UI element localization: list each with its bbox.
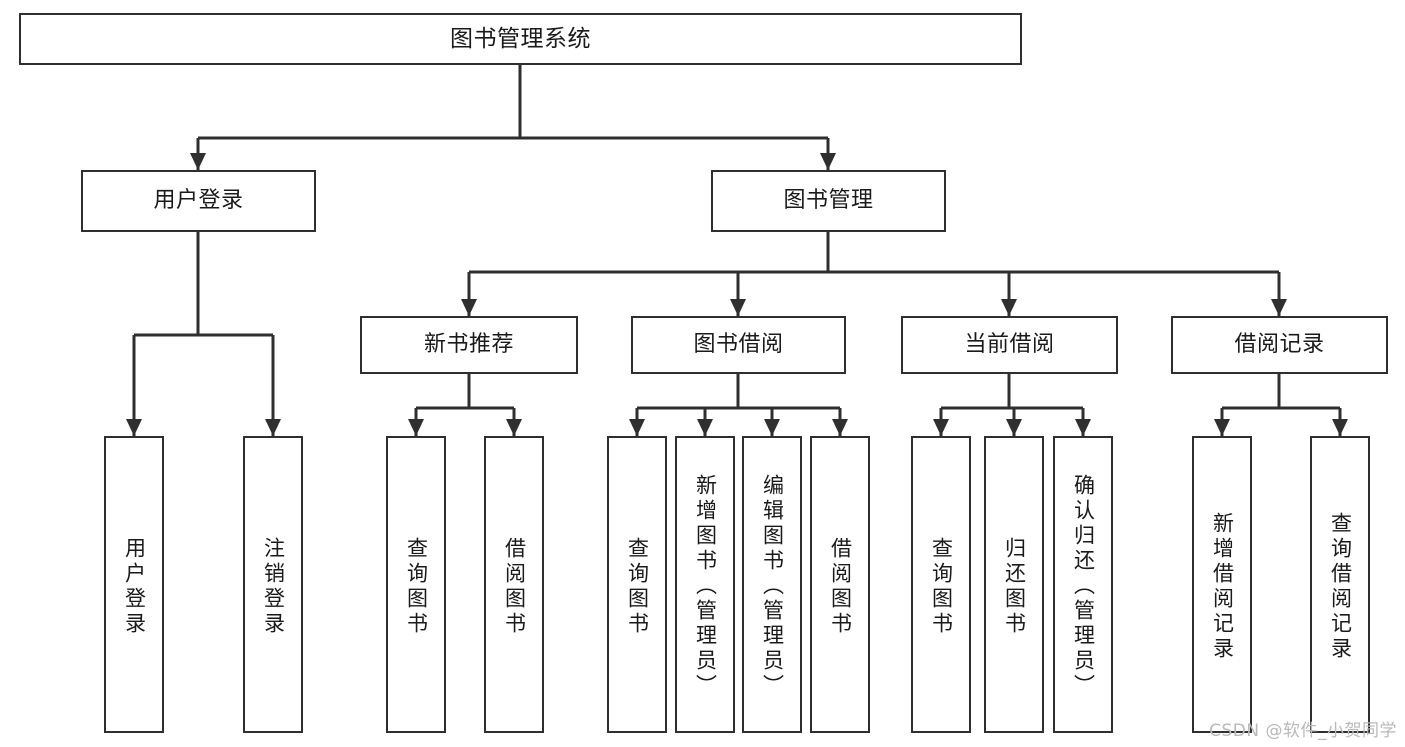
node-leaf-add-book-admin[interactable]: 新增图书（管理员） (675, 436, 735, 733)
node-leaf-add-borrow-record[interactable]: 新增借阅记录 (1192, 436, 1252, 733)
conn-user-login-arrow-1 (265, 419, 281, 436)
node-leaf-return-book[interactable]: 归还图书 (984, 436, 1044, 733)
conn-user-login-arrow-0 (126, 419, 142, 436)
node-borrow-record[interactable]: 借阅记录 (1171, 316, 1388, 374)
node-leaf-borrow-book-2[interactable]: 借阅图书 (810, 436, 870, 733)
conn-book-manage-arrow-3 (1271, 299, 1287, 316)
node-label: 注销登录 (261, 536, 286, 637)
conn-book-borrow-arrow-3 (832, 419, 848, 436)
conn-current-borrow-arrow-2 (1075, 419, 1091, 436)
node-leaf-query-borrow-record[interactable]: 查询借阅记录 (1310, 436, 1370, 733)
conn-book-manage-arrow-2 (1001, 299, 1017, 316)
node-label: 图书管理系统 (450, 25, 591, 52)
node-label: 借阅图书 (828, 536, 853, 637)
node-leaf-borrow-book-1[interactable]: 借阅图书 (484, 436, 544, 733)
node-label: 当前借阅 (964, 332, 1055, 358)
node-current-borrow[interactable]: 当前借阅 (901, 316, 1118, 374)
node-label: 新增借阅记录 (1210, 511, 1235, 662)
node-label: 用户登录 (153, 188, 244, 214)
node-root[interactable]: 图书管理系统 (19, 13, 1022, 65)
node-leaf-user-login[interactable]: 用户登录 (104, 436, 164, 733)
node-label: 查询图书 (929, 536, 954, 637)
node-leaf-edit-book-admin[interactable]: 编辑图书（管理员） (742, 436, 802, 733)
conn-new-book-recommend-arrow-1 (506, 419, 522, 436)
conn-book-borrow-arrow-2 (764, 419, 780, 436)
node-label: 图书借阅 (693, 332, 784, 358)
node-leaf-user-logout[interactable]: 注销登录 (243, 436, 303, 733)
conn-current-borrow-arrow-1 (1006, 419, 1022, 436)
conn-root-arrow-1 (820, 153, 836, 170)
node-label: 新增图书（管理员） (693, 474, 718, 699)
node-label: 新书推荐 (423, 332, 514, 358)
conn-new-book-recommend-arrow-0 (408, 419, 424, 436)
node-leaf-query-book-1[interactable]: 查询图书 (386, 436, 446, 733)
node-label: 图书管理 (783, 188, 874, 214)
node-user-login[interactable]: 用户登录 (81, 170, 316, 232)
node-leaf-query-book-2[interactable]: 查询图书 (607, 436, 667, 733)
conn-current-borrow-arrow-0 (933, 419, 949, 436)
conn-book-borrow-arrow-1 (697, 419, 713, 436)
node-label: 查询图书 (404, 536, 429, 637)
node-label: 查询图书 (625, 536, 650, 637)
node-new-book-recommend[interactable]: 新书推荐 (360, 316, 578, 374)
node-label: 编辑图书（管理员） (760, 474, 785, 699)
node-leaf-confirm-return-admin[interactable]: 确认归还（管理员） (1053, 436, 1113, 733)
conn-borrow-record-arrow-0 (1214, 419, 1230, 436)
node-book-borrow[interactable]: 图书借阅 (631, 316, 846, 374)
conn-root-arrow-0 (190, 153, 206, 170)
node-leaf-query-book-3[interactable]: 查询图书 (911, 436, 971, 733)
node-label: 查询借阅记录 (1328, 511, 1353, 662)
node-label: 借阅记录 (1234, 332, 1325, 358)
conn-book-manage-arrow-1 (730, 299, 746, 316)
conn-book-manage-arrow-0 (461, 299, 477, 316)
node-label: 归还图书 (1002, 536, 1027, 637)
node-book-manage[interactable]: 图书管理 (711, 170, 946, 232)
conn-book-borrow-arrow-0 (629, 419, 645, 436)
node-label: 确认归还（管理员） (1071, 474, 1096, 699)
conn-borrow-record-arrow-1 (1332, 419, 1348, 436)
node-label: 用户登录 (122, 536, 147, 637)
node-label: 借阅图书 (502, 536, 527, 637)
